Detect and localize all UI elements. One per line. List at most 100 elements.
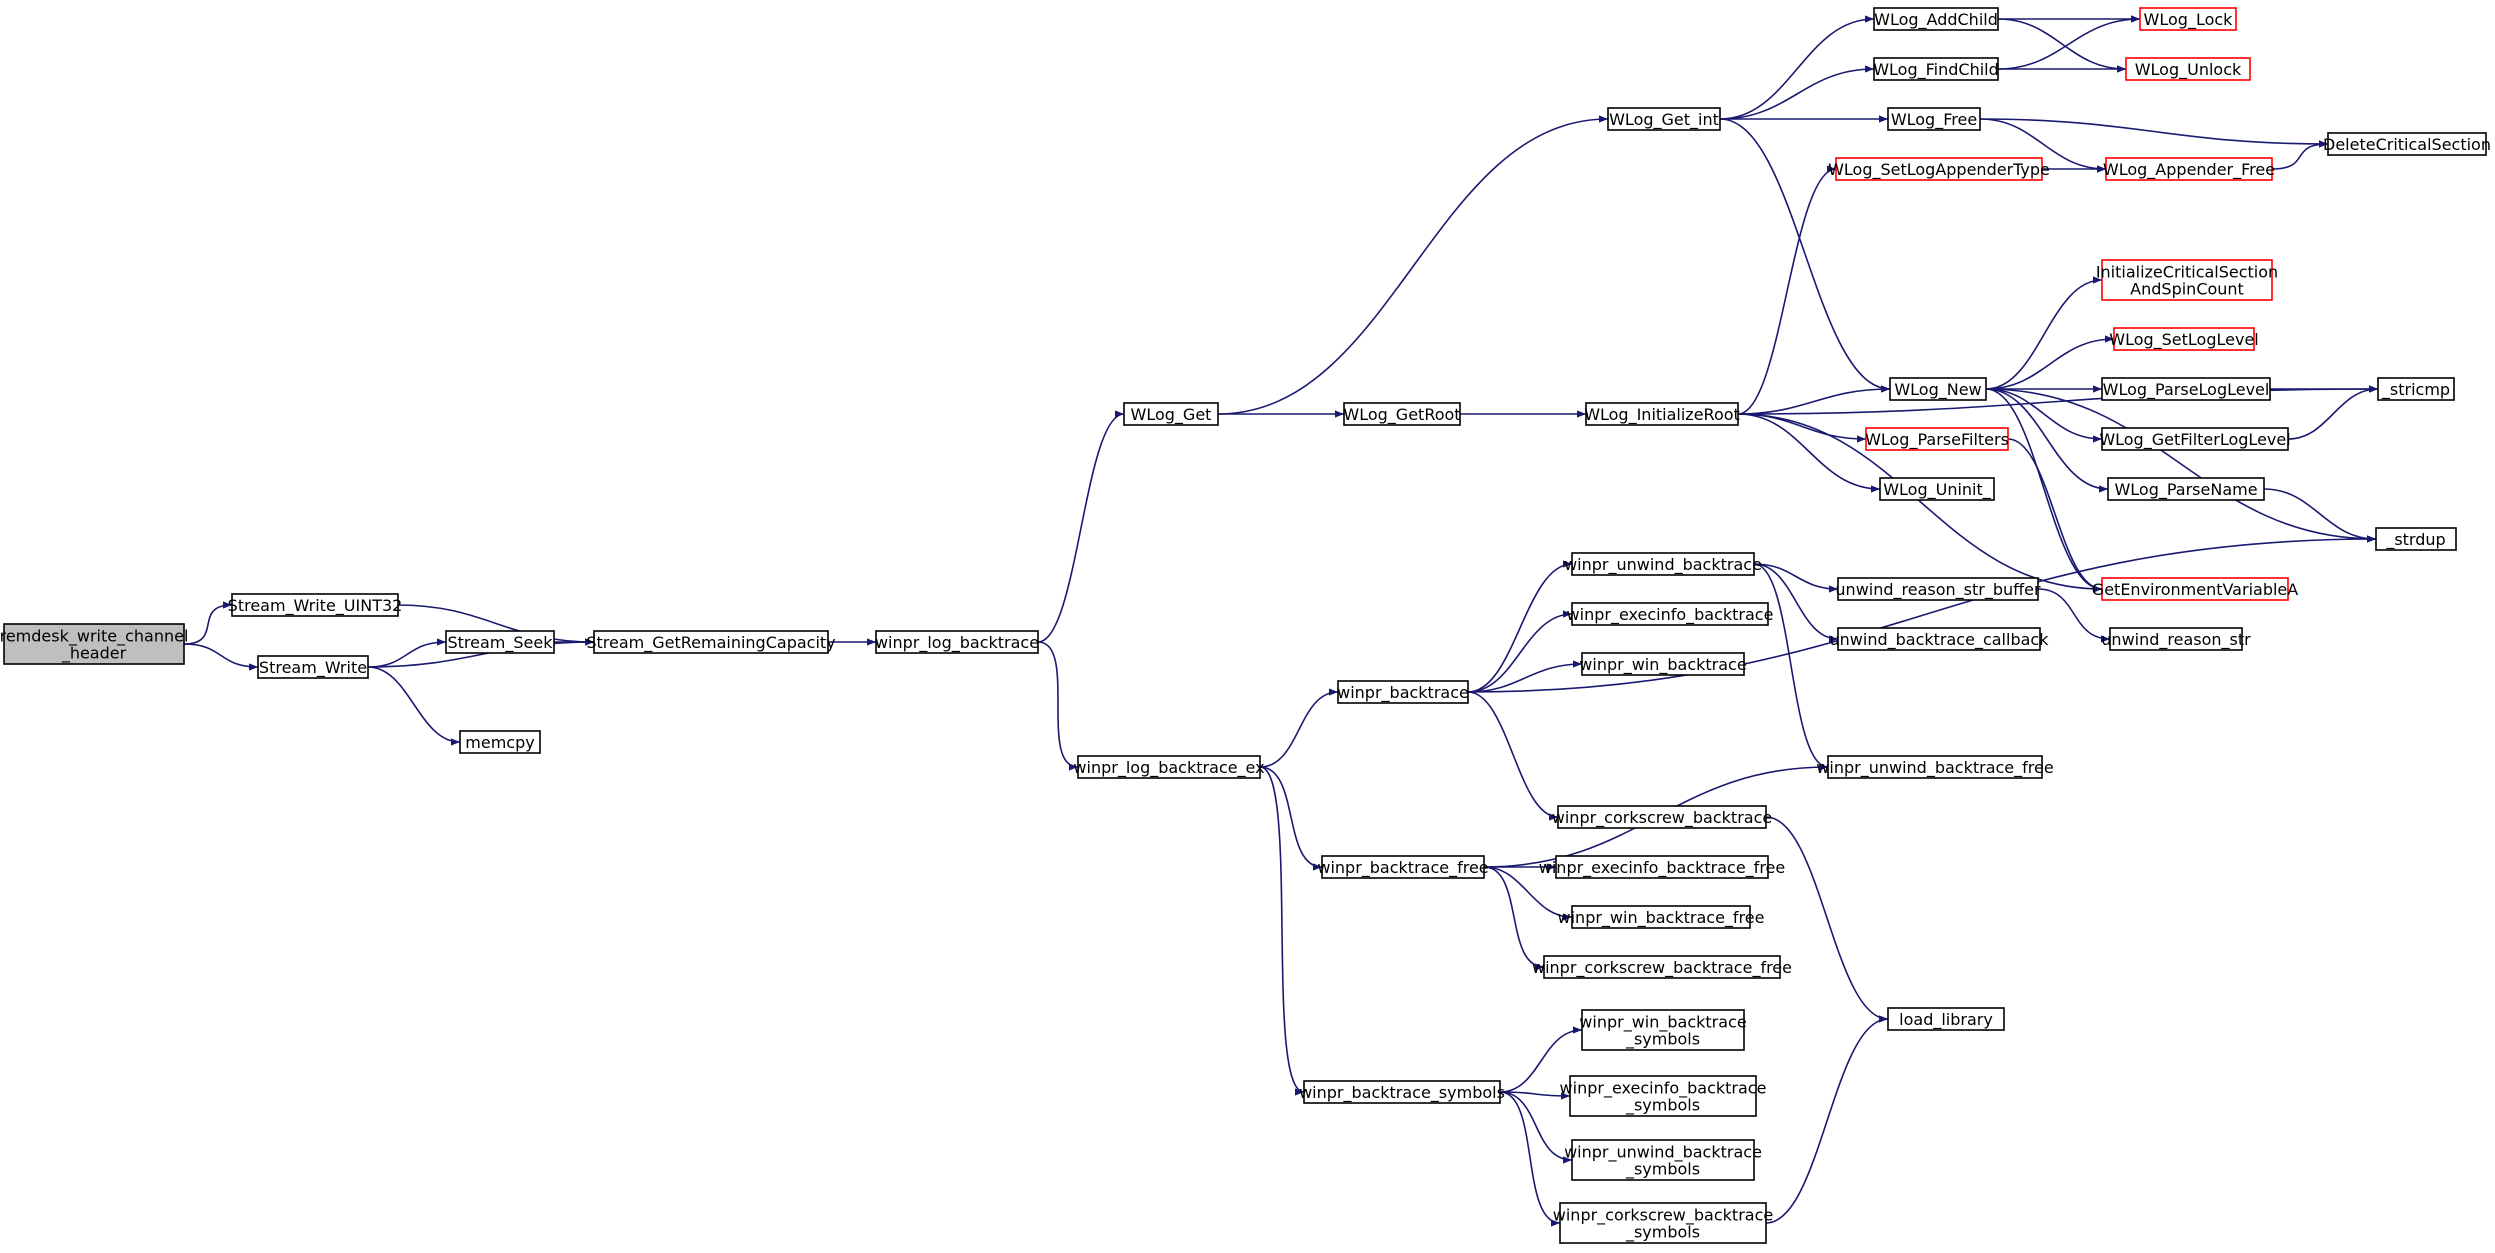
node-wbt[interactable]: winpr_backtrace: [1337, 680, 1469, 704]
node-btsymbols[interactable]: winpr_backtrace_symbols: [1299, 1080, 1505, 1104]
node-label: unwind_reason_str_buffer: [1835, 580, 2041, 600]
edge-wlognew-to-getenv: [1985, 388, 2103, 593]
node-wloggetint[interactable]: WLog_Get_int: [1607, 107, 1721, 131]
edge-btsymbols-to-corksym: [1499, 1091, 1561, 1227]
node-parselevel[interactable]: WLog_ParseLogLevel: [2101, 377, 2271, 401]
node-delcrit[interactable]: DeleteCriticalSection: [2323, 132, 2491, 156]
node-memcpy[interactable]: memcpy: [459, 730, 541, 754]
node-label: WLog_Uninit_: [1883, 480, 1992, 500]
node-sseek[interactable]: Stream_Seek: [445, 630, 555, 654]
node-wloginitroot[interactable]: WLog_InitializeRoot: [1584, 402, 1740, 426]
node-lock[interactable]: WLog_Lock: [2139, 7, 2237, 31]
node-label: Stream_Seek: [448, 633, 554, 653]
node-parsefilters[interactable]: WLog_ParseFilters: [1865, 427, 2009, 451]
node-box: [257, 655, 369, 679]
node-box: [1343, 402, 1461, 426]
node-stricmp[interactable]: _stricmp: [2377, 377, 2455, 401]
node-label: winpr_execinfo_backtrace: [1567, 605, 1774, 625]
node-unlock[interactable]: WLog_Unlock: [2125, 57, 2251, 81]
node-label: WLog_Appender_Free: [2103, 160, 2275, 180]
node-execfree[interactable]: winpr_execinfo_backtrace_free: [1539, 855, 1785, 879]
node-label: winpr_corkscrew_backtrace: [1553, 1206, 1773, 1226]
node-wlbex[interactable]: winpr_log_backtrace_ex: [1073, 755, 1265, 779]
node-label: unwind_backtrace_callback: [1830, 630, 2050, 650]
node-box: [2101, 427, 2289, 451]
node-btcallback[interactable]: unwind_backtrace_callback: [1830, 627, 2050, 651]
node-winsym[interactable]: winpr_win_backtrace_symbols: [1579, 1009, 1747, 1051]
node-label: winpr_win_backtrace_free: [1558, 908, 1765, 928]
edge-wlogfree-to-delcrit: [1979, 118, 2329, 148]
node-reasonbuf[interactable]: unwind_reason_str_buffer: [1835, 577, 2041, 601]
node-wlogget[interactable]: WLog_Get: [1123, 402, 1219, 426]
node-box: [1557, 805, 1767, 829]
node-label: memcpy: [465, 733, 534, 752]
node-parsename[interactable]: WLog_ParseName: [2107, 477, 2265, 501]
node-box: [1077, 755, 1261, 779]
node-uninit[interactable]: WLog_Uninit_: [1879, 477, 1995, 501]
node-execinfo[interactable]: winpr_execinfo_backtrace: [1567, 602, 1774, 626]
edge-wloginitroot-to-stricmp: [1737, 385, 2379, 415]
node-setlevel[interactable]: WLog_SetLogLevel: [2109, 327, 2259, 351]
node-box: [1835, 157, 2043, 181]
node-wlb[interactable]: winpr_log_backtrace: [875, 630, 1039, 654]
edge-corksym-to-loadlib: [1765, 1015, 1889, 1224]
node-corksym[interactable]: winpr_corkscrew_backtrace_symbols: [1553, 1202, 1773, 1244]
node-unwindfree[interactable]: winpr_unwind_backtrace_free: [1816, 755, 2054, 779]
edge-root-to-swu32: [183, 601, 233, 645]
node-getenv[interactable]: GetEnvironmentVariableA: [2092, 577, 2298, 601]
node-label: _symbols: [1625, 1160, 1700, 1180]
node-setappender[interactable]: WLog_SetLogAppenderType: [1828, 157, 2050, 181]
edge-corkscrew-to-loadlib: [1765, 816, 1889, 1023]
node-wlognew[interactable]: WLog_New: [1889, 377, 1987, 401]
node-swu32[interactable]: Stream_Write_UINT32: [228, 593, 403, 617]
node-wlogfree[interactable]: WLog_Free: [1887, 107, 1981, 131]
node-box: [2113, 327, 2255, 351]
node-box: [2101, 577, 2289, 601]
node-unwind[interactable]: winpr_unwind_backtrace: [1564, 552, 1762, 576]
node-label: WLog_Get: [1131, 405, 1212, 425]
node-winfree[interactable]: winpr_win_backtrace_free: [1558, 905, 1765, 929]
node-box: [1873, 7, 1999, 31]
edge-wloginitroot-to-setappender: [1737, 165, 1837, 415]
edge-wloginitroot-to-parsefilters: [1737, 413, 1867, 443]
node-label: WLog_Unlock: [2135, 60, 2242, 80]
node-label: winpr_log_backtrace_ex: [1073, 758, 1264, 778]
node-sgrc[interactable]: Stream_GetRemainingCapacity: [586, 630, 836, 654]
node-box: [2125, 57, 2251, 81]
node-sw[interactable]: Stream_Write: [257, 655, 369, 679]
node-label: Stream_Write_UINT32: [228, 596, 403, 616]
edge-wloginitroot-to-getenv: [1737, 413, 2103, 593]
node-label: WLog_New: [1894, 380, 1981, 400]
edge-btfree-to-winfree: [1483, 866, 1573, 921]
node-winbt[interactable]: winpr_win_backtrace: [1579, 652, 1747, 676]
node-root[interactable]: remdesk_write_channel_header: [0, 623, 188, 665]
node-findchild[interactable]: WLog_FindChild: [1873, 57, 1999, 81]
node-reasonstr[interactable]: unwind_reason_str: [2101, 627, 2251, 651]
node-btfree[interactable]: winpr_backtrace_free: [1317, 855, 1489, 879]
node-label: winpr_win_backtrace: [1579, 655, 1746, 675]
node-corkscrew[interactable]: winpr_corkscrew_backtrace: [1552, 805, 1772, 829]
node-corkfree[interactable]: winpr_corkscrew_backtrace_free: [1532, 955, 1792, 979]
node-appfree[interactable]: WLog_Appender_Free: [2103, 157, 2275, 181]
node-unwindsym[interactable]: winpr_unwind_backtrace_symbols: [1564, 1139, 1762, 1181]
node-strdup[interactable]: _strdup: [2375, 527, 2457, 551]
node-wloggetroot[interactable]: WLog_GetRoot: [1343, 402, 1461, 426]
node-box: [2327, 132, 2487, 156]
edge-wloggetint-to-findchild: [1719, 65, 1875, 120]
node-loadlib[interactable]: load_library: [1887, 1007, 2005, 1031]
node-box: [1571, 552, 1755, 576]
node-getfilter[interactable]: WLog_GetFilterLogLevel: [2099, 427, 2291, 451]
node-label: WLog_ParseLogLevel: [2103, 380, 2270, 400]
node-label: DeleteCriticalSection: [2323, 135, 2491, 154]
node-execsym[interactable]: winpr_execinfo_backtrace_symbols: [1560, 1075, 1767, 1117]
node-addchild[interactable]: WLog_AddChild: [1873, 7, 1999, 31]
node-label: winpr_backtrace: [1337, 683, 1469, 703]
edge-wlognew-to-setlevel: [1985, 335, 2115, 390]
node-box: [1887, 1007, 2005, 1031]
node-box: [1123, 402, 1219, 426]
edge-wloginitroot-to-wlognew: [1737, 385, 1891, 415]
node-box: [1571, 905, 1751, 929]
edge-sw-to-sgrc: [367, 638, 595, 668]
